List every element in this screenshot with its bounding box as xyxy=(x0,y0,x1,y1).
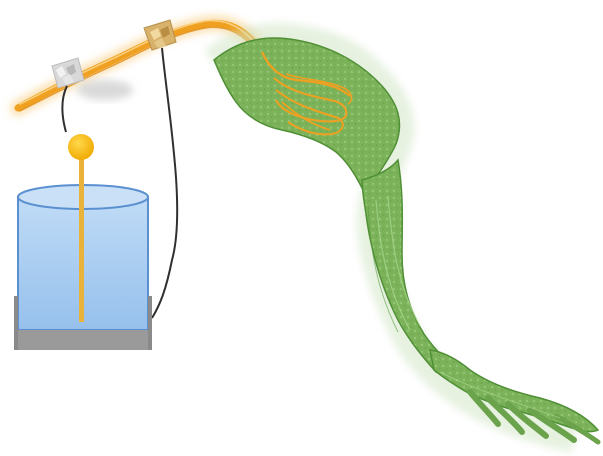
wire-reference xyxy=(152,48,177,318)
electrode-ball xyxy=(68,134,94,160)
leg-muscle-icon xyxy=(214,38,598,442)
